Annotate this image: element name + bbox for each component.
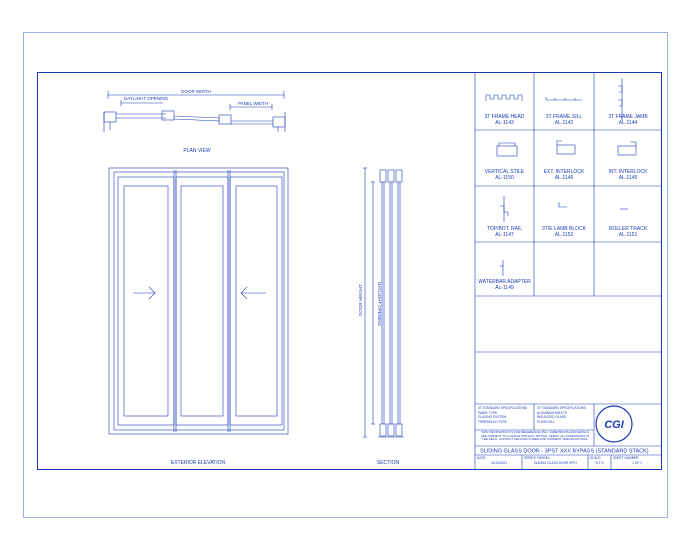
exterior-elevation	[108, 167, 289, 435]
scale-field: SCALE: N.T.S.	[590, 456, 605, 465]
series-model-field: SERIES / MODEL: SLIDING GLASS DOOR 3PST	[524, 456, 578, 465]
sheet-number-field: SHEET NUMBER: 1 OF 1	[613, 456, 642, 465]
plan-panel-width-label: PANEL WIDTH	[238, 101, 268, 106]
company-logo-text: CGI	[604, 419, 625, 431]
section-daylight-opening-label: DAYLIGHT OPENING	[377, 282, 382, 327]
plan-view-caption: PLAN VIEW	[183, 148, 211, 154]
section-caption: SECTION	[377, 460, 400, 466]
section-view	[363, 167, 404, 438]
detail-symbols	[485, 78, 637, 276]
detail-grid	[474, 72, 662, 470]
spec-column-2: 3T STANDARD SPECIFICATIONS ALUMINUM 6063…	[537, 406, 587, 424]
disclaimer-notice: THIS INFORMATION IS FOR REFERENCE ONLY. …	[480, 431, 590, 442]
plan-daylight-opening-label: DAYLIGHT OPENING	[124, 96, 169, 101]
exterior-elevation-caption: EXTERIOR ELEVATION	[171, 460, 226, 466]
company-logo-circle	[595, 405, 633, 443]
drawing-title: SLIDING GLASS DOOR - 3PST XXX BYPASS (ST…	[480, 449, 649, 455]
spec-column-1: 3T STANDARD SPECIFICATIONS PANEL TYPE GL…	[478, 406, 528, 424]
plan-view	[103, 91, 286, 132]
drawing-frame	[37, 72, 662, 470]
plan-door-width-label: DOOR WIDTH	[181, 89, 211, 94]
drawing-sheet-border	[23, 32, 668, 518]
section-door-height-label: DOOR HEIGHT	[358, 284, 363, 316]
date-field: DATE: 01/20/2021	[477, 456, 507, 465]
